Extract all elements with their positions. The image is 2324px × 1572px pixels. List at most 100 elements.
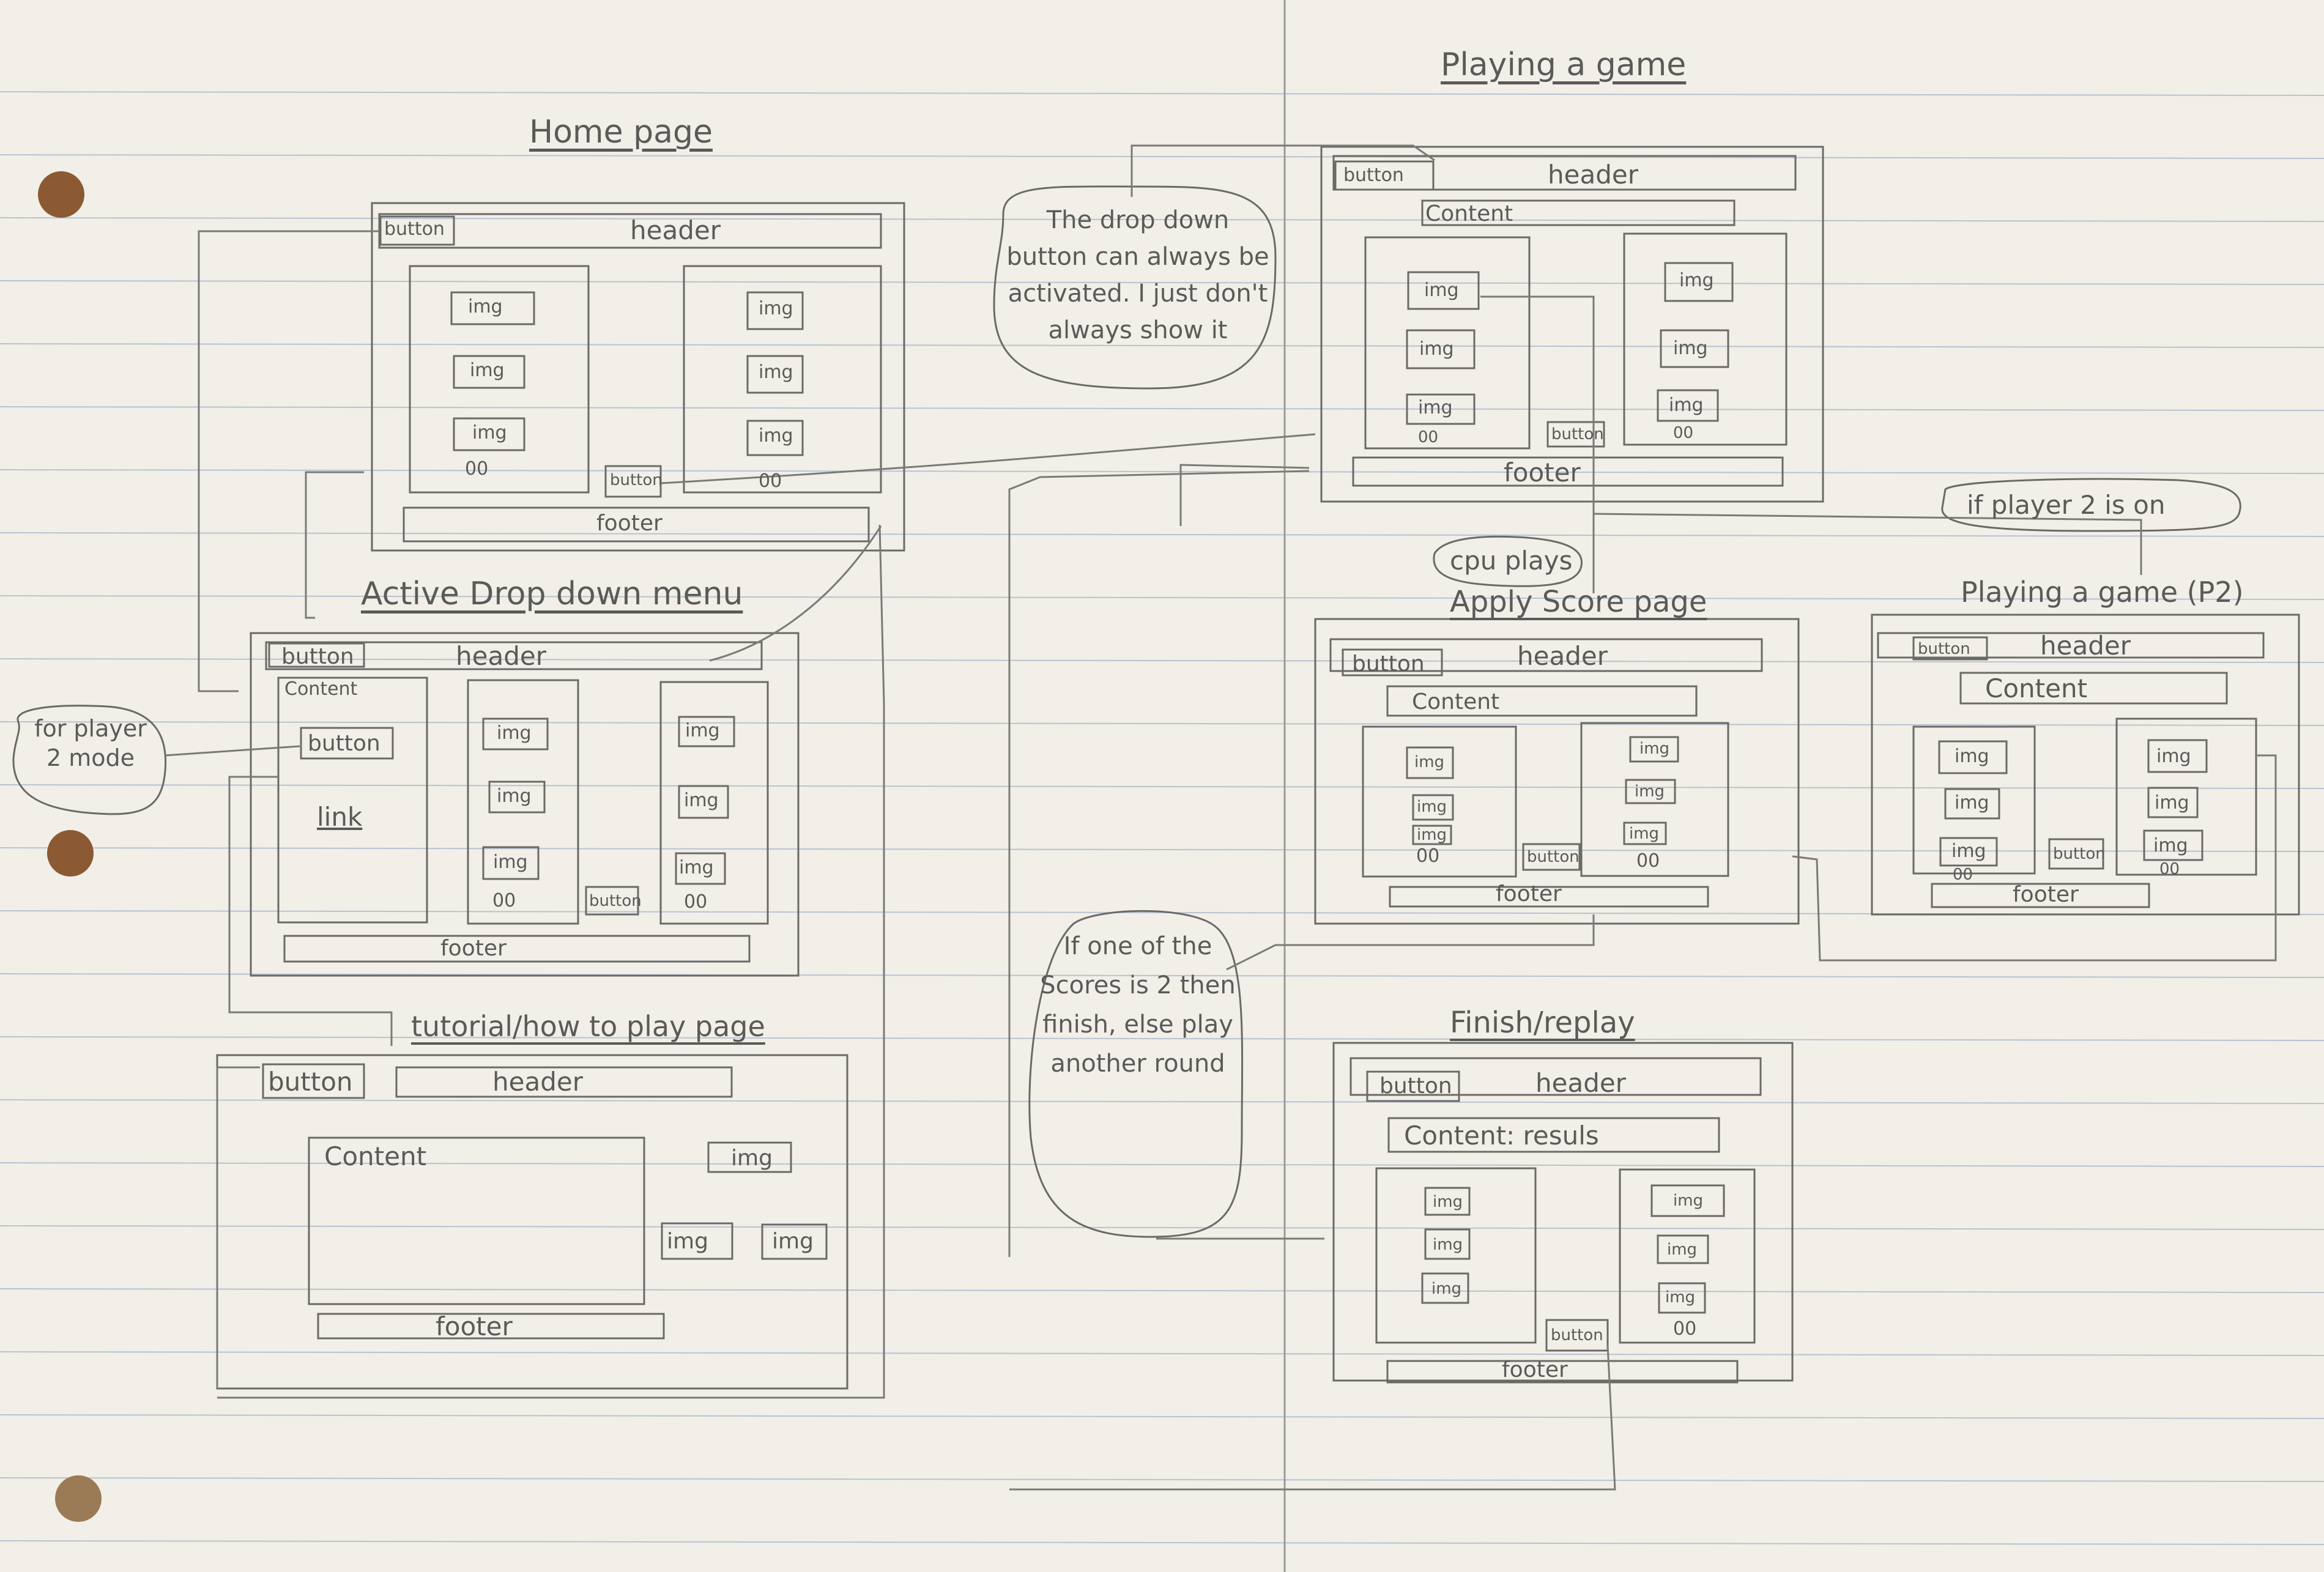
playing-panel-left [1364, 236, 1531, 450]
ruled-line [0, 469, 2324, 474]
finish-header-bar [1349, 1057, 1762, 1096]
ruled-line [0, 721, 2324, 726]
dropdown-button-box [268, 642, 365, 668]
dropdown-img-box [488, 780, 546, 814]
score-button-box [1522, 843, 1581, 871]
p2-img-label: img [1955, 746, 1989, 767]
finish-score-dots: 00 [1673, 1318, 1697, 1340]
p2-button-label: button [2053, 845, 2106, 863]
finish-panel-left [1375, 1167, 1537, 1344]
score-score-dots: 00 [1636, 850, 1660, 872]
finish-page-title: Finish/replay [1450, 1006, 1635, 1040]
dropdown-img-label: img [497, 722, 532, 744]
p2-panel-right [2115, 717, 2257, 876]
home-score-dots: 00 [465, 458, 489, 480]
finish-content-bar [1387, 1117, 1720, 1153]
dropdown-img-label: img [684, 790, 719, 811]
note-bubble-scores [1028, 910, 1244, 1238]
note-scores-text: If one of the Scores is 2 then finish, e… [1040, 932, 1236, 1078]
p2-footer-label: footer [2013, 882, 2079, 907]
p2-header-label: header [2040, 631, 2131, 661]
dropdown-header-label: header [456, 641, 546, 671]
tutorial-img-box [661, 1222, 733, 1260]
tutorial-content-panel [308, 1136, 645, 1305]
playing-img-box [1664, 262, 1734, 302]
p2-footer-bar [1931, 883, 2150, 908]
playing-header-label: header [1548, 160, 1638, 190]
p2-img-box [1944, 788, 2000, 820]
score-img-box [1412, 825, 1452, 845]
note-cpu-plays-text: cpu plays [1450, 546, 1573, 576]
score-img-box [1412, 794, 1454, 821]
dropdown-panel-right [659, 681, 769, 925]
playing-img-box [1657, 389, 1719, 422]
p2-button-box [2048, 838, 2104, 870]
tutorial-img-box [707, 1141, 792, 1173]
tutorial-img-label: img [772, 1229, 814, 1254]
playing-footer-label: footer [1504, 458, 1581, 488]
p2-content-label: Content [1985, 673, 2088, 703]
home-frame [371, 202, 905, 552]
dropdown-link-label: link [317, 802, 363, 832]
finish-img-label: img [1667, 1240, 1698, 1259]
tutorial-img-box [761, 1223, 828, 1260]
home-panel-right [683, 265, 882, 494]
p2-img-box [2147, 739, 2208, 773]
playing-header-bar [1332, 155, 1797, 191]
score-img-box [1625, 779, 1676, 804]
playing-button-box [1334, 160, 1435, 191]
score-img-box [1623, 821, 1667, 845]
playing-img-box [1407, 271, 1480, 310]
score-panel-left [1362, 725, 1517, 878]
p2-img-label: img [2156, 746, 2191, 767]
p2-img-label: img [2155, 792, 2189, 814]
ruled-line [0, 1477, 2324, 1482]
score-page-title: Apply Score page [1450, 585, 1707, 619]
score-header-label: header [1517, 641, 1608, 671]
home-img-box [453, 417, 525, 451]
playing-page-title: Playing a game [1441, 46, 1687, 83]
playing-button-label: button [1343, 165, 1404, 186]
home-footer-label: footer [596, 511, 663, 536]
dropdown-panel-mid [467, 679, 579, 925]
ruled-line [0, 1414, 2324, 1419]
finish-button-box [1366, 1070, 1460, 1102]
p2-img-label: img [1951, 840, 1986, 862]
note-bubble-player2 [12, 705, 167, 815]
dropdown-img-box [678, 785, 729, 819]
score-img-label: img [1635, 782, 1665, 801]
p2-img-box [1939, 837, 1998, 867]
home-img-label: img [759, 361, 793, 383]
home-img-box [453, 355, 525, 389]
score-img-label: img [1414, 753, 1445, 771]
playing-img-label: img [1673, 338, 1708, 359]
note-p2-on-text: if player 2 is on [1967, 490, 2166, 520]
dropdown-content-label: Content [284, 678, 358, 700]
finish-img-label: img [1431, 1280, 1462, 1298]
playing-img-label: img [1418, 397, 1453, 418]
playing-footer-bar [1352, 456, 1784, 487]
p2-img-box [2147, 787, 2199, 818]
playing-img-box [1406, 393, 1476, 425]
p2-score-dots: 00 [2159, 860, 2180, 878]
score-img-box [1406, 746, 1454, 779]
dropdown-img-box [678, 716, 735, 747]
tutorial-content-label: Content [324, 1141, 427, 1171]
finish-img-box [1657, 1234, 1709, 1264]
ruled-line [0, 973, 2324, 978]
finish-img-label: img [1433, 1236, 1463, 1254]
p2-img-label: img [2153, 835, 2188, 856]
finish-img-box [1421, 1272, 1469, 1304]
home-button-label: button [610, 471, 663, 489]
finish-img-box [1650, 1184, 1725, 1217]
p2-button-box [1912, 636, 1988, 661]
score-img-label: img [1417, 826, 1447, 844]
ruled-line [0, 1351, 2324, 1356]
score-button-label: button [1352, 651, 1425, 677]
ruled-line [0, 1288, 2324, 1293]
dropdown-img-box [675, 852, 726, 885]
score-img-label: img [1629, 825, 1660, 843]
ruled-line [0, 658, 2324, 663]
dropdown-img-label: img [685, 720, 720, 741]
